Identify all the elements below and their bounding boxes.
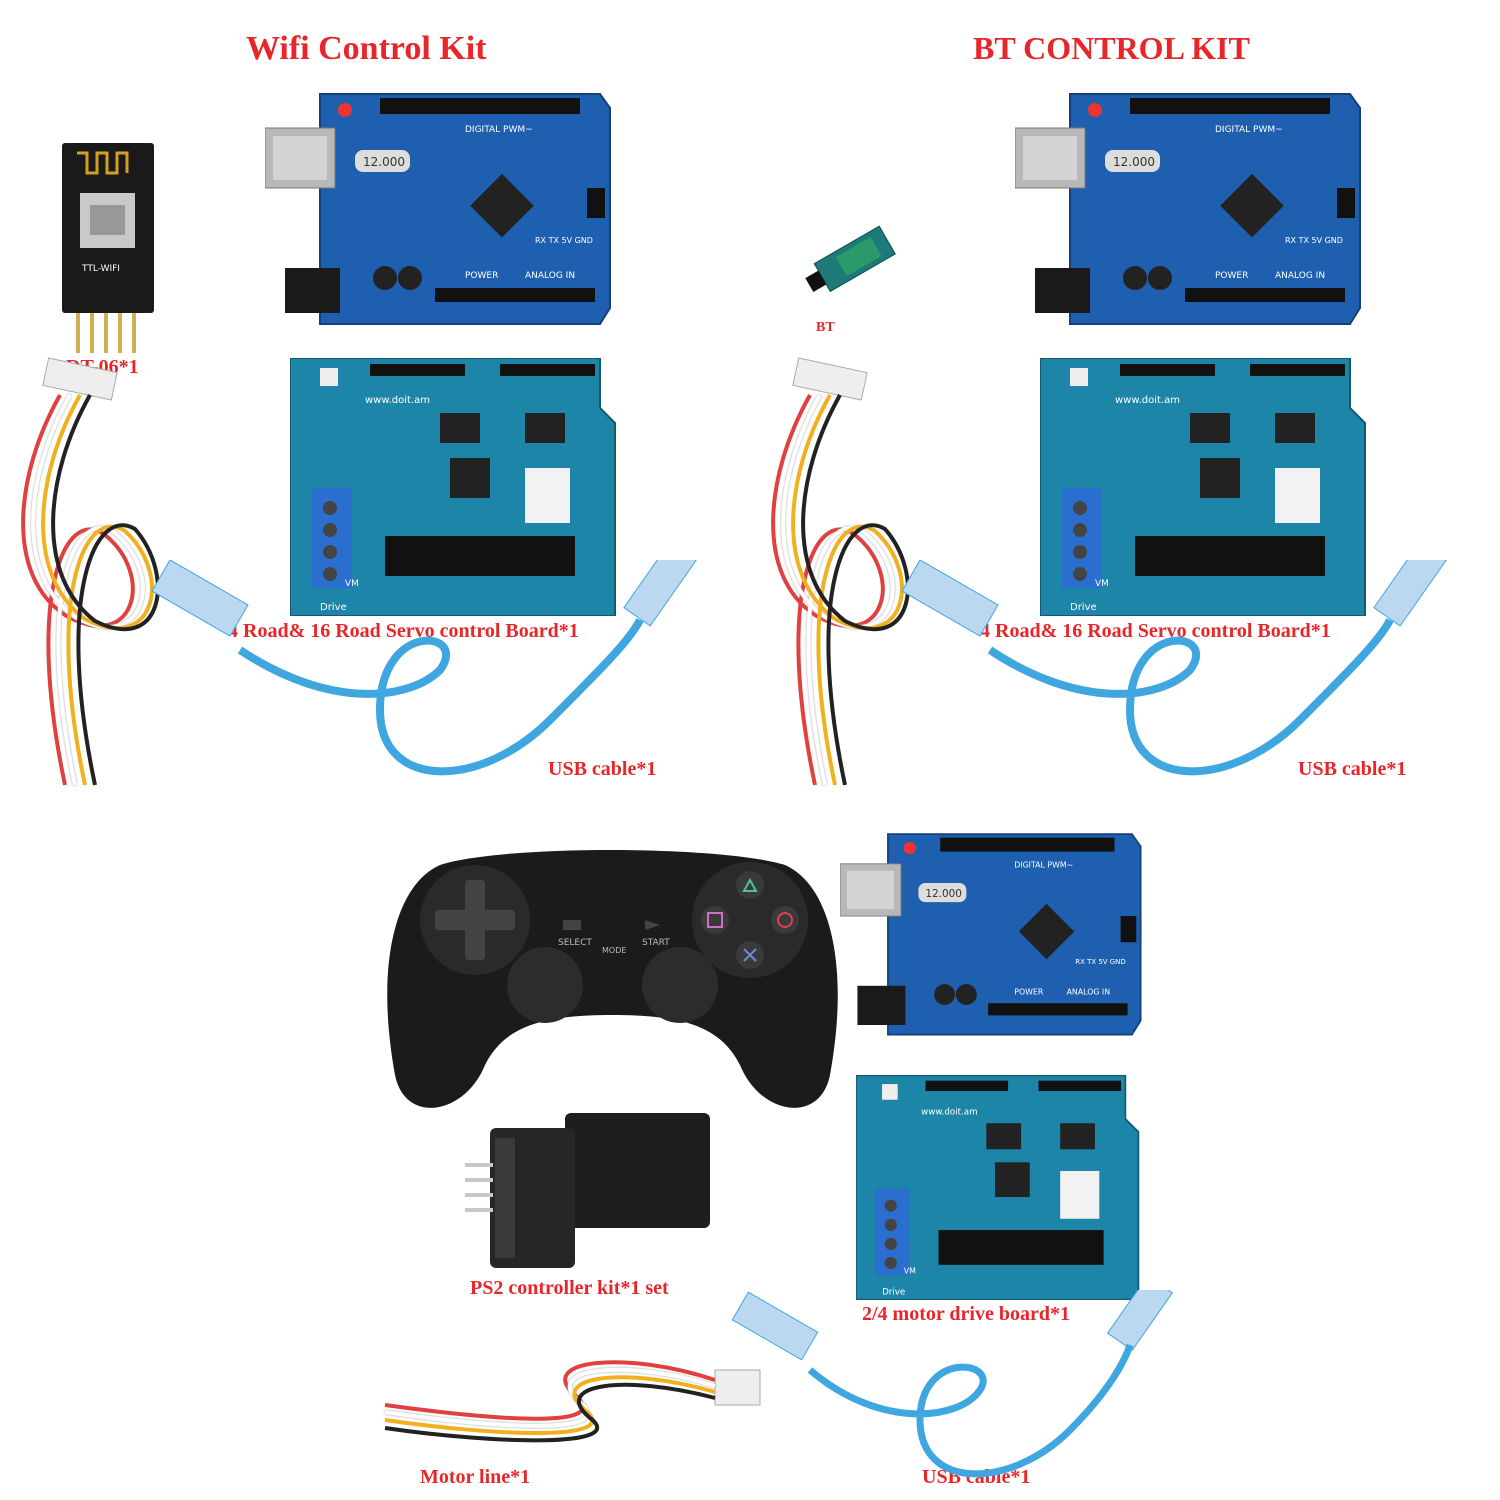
bt-kit-title: BT CONTROL KIT <box>973 30 1250 66</box>
svg-text:TTL-WIFI: TTL-WIFI <box>81 264 120 274</box>
wire-harness-bt <box>771 357 910 786</box>
uno-board-art: 12.000 DIGITAL PWM~ POWER ANALOG IN RX T… <box>265 93 611 325</box>
motor-board-ps2: www.doit.am Drive VM <box>856 1075 1140 1300</box>
svg-text:POWER: POWER <box>465 271 498 281</box>
motor-line <box>384 1360 761 1443</box>
bt-usb-label: USB cable*1 <box>1298 758 1407 780</box>
svg-text:POWER: POWER <box>1014 988 1044 997</box>
uno-board-ps2: 12.000 DIGITAL PWM~ POWER ANALOG IN RX T… <box>840 833 1142 1036</box>
shield-board-art: www.doit.am Drive VM <box>1040 358 1366 616</box>
svg-text:DIGITAL PWM~: DIGITAL PWM~ <box>1215 125 1283 135</box>
svg-text:12.000: 12.000 <box>1113 155 1155 169</box>
svg-text:www.doit.am: www.doit.am <box>1115 395 1180 406</box>
wifi-board-label: 4 Road& 16 Road Servo control Board*1 <box>228 620 579 642</box>
usb-cable-bt <box>901 560 1447 776</box>
wire-harness-wifi <box>21 357 160 786</box>
svg-text:12.000: 12.000 <box>925 888 962 900</box>
uno-board-art: 12.000 DIGITAL PWM~ POWER ANALOG IN RX T… <box>840 833 1142 1036</box>
svg-text:SELECT: SELECT <box>558 938 592 948</box>
svg-text:Drive: Drive <box>882 1287 905 1297</box>
svg-text:RX TX 5V GND: RX TX 5V GND <box>1075 958 1125 966</box>
wifi-usb-label: USB cable*1 <box>548 758 657 780</box>
svg-text:MODE: MODE <box>602 946 626 955</box>
servo-board-wifi: www.doit.am Drive VM <box>290 358 616 616</box>
ps2-kit-label: PS2 controller kit*1 set <box>470 1277 669 1299</box>
svg-text:DIGITAL PWM~: DIGITAL PWM~ <box>465 125 533 135</box>
svg-text:VM: VM <box>345 579 359 589</box>
svg-text:POWER: POWER <box>1215 271 1248 281</box>
svg-text:12.000: 12.000 <box>363 155 405 169</box>
svg-text:Drive: Drive <box>320 602 347 613</box>
uno-board-bt: 12.000 DIGITAL PWM~ POWER ANALOG IN RX T… <box>1015 93 1361 325</box>
svg-text:www.doit.am: www.doit.am <box>365 395 430 406</box>
svg-text:DIGITAL PWM~: DIGITAL PWM~ <box>1014 860 1073 869</box>
motor-board-label: 2/4 motor drive board*1 <box>862 1303 1070 1325</box>
shield-board-art: www.doit.am Drive VM <box>856 1075 1140 1300</box>
ps2-receiver <box>465 1113 710 1268</box>
svg-text:RX TX 5V GND: RX TX 5V GND <box>1285 236 1343 245</box>
wifi-kit-title: Wifi Control Kit <box>246 30 487 67</box>
svg-text:www.doit.am: www.doit.am <box>921 1108 977 1118</box>
svg-text:RX TX 5V GND: RX TX 5V GND <box>535 236 593 245</box>
dt06-wifi-module: TTL-WIFI <box>62 143 154 353</box>
svg-text:ANALOG IN: ANALOG IN <box>1067 988 1111 997</box>
svg-text:VM: VM <box>1095 579 1109 589</box>
motor-line-label: Motor line*1 <box>420 1466 531 1488</box>
svg-text:VM: VM <box>904 1267 916 1276</box>
shield-board-art: www.doit.am Drive VM <box>290 358 616 616</box>
bt-module <box>805 225 896 293</box>
ps2-controller: SELECT START MODE <box>387 850 838 1108</box>
svg-text:START: START <box>642 938 670 948</box>
uno-board-wifi: 12.000 DIGITAL PWM~ POWER ANALOG IN RX T… <box>265 93 611 325</box>
uno-board-art: 12.000 DIGITAL PWM~ POWER ANALOG IN RX T… <box>1015 93 1361 325</box>
svg-text:Drive: Drive <box>1070 602 1097 613</box>
usb-cable-wifi <box>151 560 697 776</box>
bt-module-label: BT <box>816 320 835 335</box>
bt-board-label: 4 Road& 16 Road Servo control Board*1 <box>980 620 1331 642</box>
svg-text:ANALOG IN: ANALOG IN <box>525 271 575 281</box>
svg-text:ANALOG IN: ANALOG IN <box>1275 271 1325 281</box>
servo-board-bt: www.doit.am Drive VM <box>1040 358 1366 616</box>
usb-cable-ps2 <box>731 1290 1174 1478</box>
